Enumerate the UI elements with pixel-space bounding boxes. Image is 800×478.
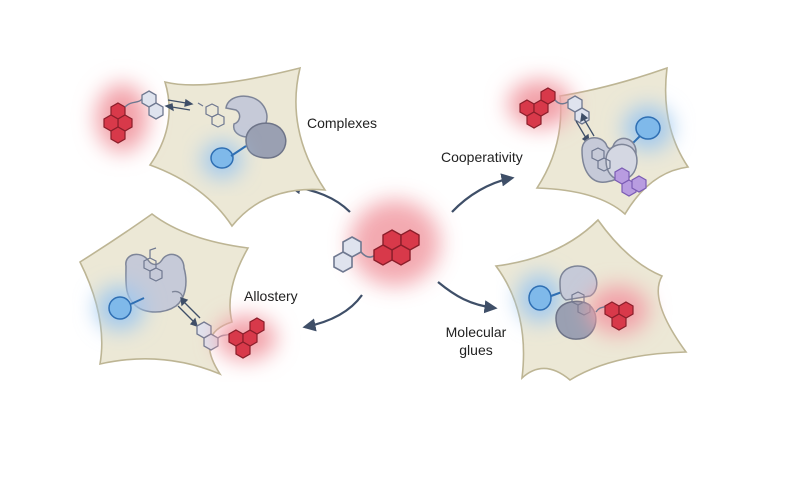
arrow-to-allostery xyxy=(302,294,363,332)
equilibrium-arrows-allostery xyxy=(177,297,201,328)
ligand-red-cooperativity xyxy=(519,87,556,129)
label-allostery: Allostery xyxy=(244,288,298,304)
ligand-red-complexes xyxy=(103,102,133,144)
blue-tether-allostery xyxy=(130,297,145,305)
ligand-red-molecular-glues xyxy=(604,301,634,331)
blue-tether-complexes xyxy=(230,145,247,157)
panel-cooperativity xyxy=(508,66,690,216)
cell-complexes xyxy=(148,66,327,228)
blue-ligand-cooperativity xyxy=(635,116,661,140)
grey-rings-complexes xyxy=(141,90,164,120)
bound-ligand-complexes xyxy=(197,102,225,128)
purple-ligand-cooperativity xyxy=(614,167,647,197)
arrow-to-molecular-glues xyxy=(437,281,498,314)
label-complexes: Complexes xyxy=(307,115,378,131)
bound-ligand-cooperativity xyxy=(591,147,611,172)
panel-complexes xyxy=(96,66,327,228)
label-molecular-glues-line1: Molecular xyxy=(445,324,507,340)
central-molecule xyxy=(333,200,440,286)
ligand-red-allostery xyxy=(228,317,265,359)
panel-allostery xyxy=(78,213,276,376)
label-cooperativity: Cooperativity xyxy=(441,149,523,165)
bound-ligand-allostery xyxy=(143,247,163,282)
blue-ligand-molecular-glues xyxy=(528,285,552,311)
protein-b-complexes xyxy=(245,122,287,159)
linker-complexes xyxy=(124,98,143,108)
arrow-to-cooperativity xyxy=(451,173,515,213)
blue-ligand-allostery xyxy=(108,296,132,320)
blue-ligand-complexes xyxy=(210,147,234,169)
label-molecular-glues: Molecular glues xyxy=(436,323,516,359)
protein-a-molecular-glues xyxy=(559,265,598,301)
panel-molecular-glues xyxy=(494,218,688,381)
equilibrium-arrows-complexes xyxy=(164,98,194,112)
protein-b-cooperativity xyxy=(605,143,638,181)
grey-rings-allostery xyxy=(196,321,219,351)
label-molecular-glues-line2: glues xyxy=(459,342,493,358)
central-grey-rings xyxy=(333,236,362,273)
central-red-rings xyxy=(373,229,420,266)
